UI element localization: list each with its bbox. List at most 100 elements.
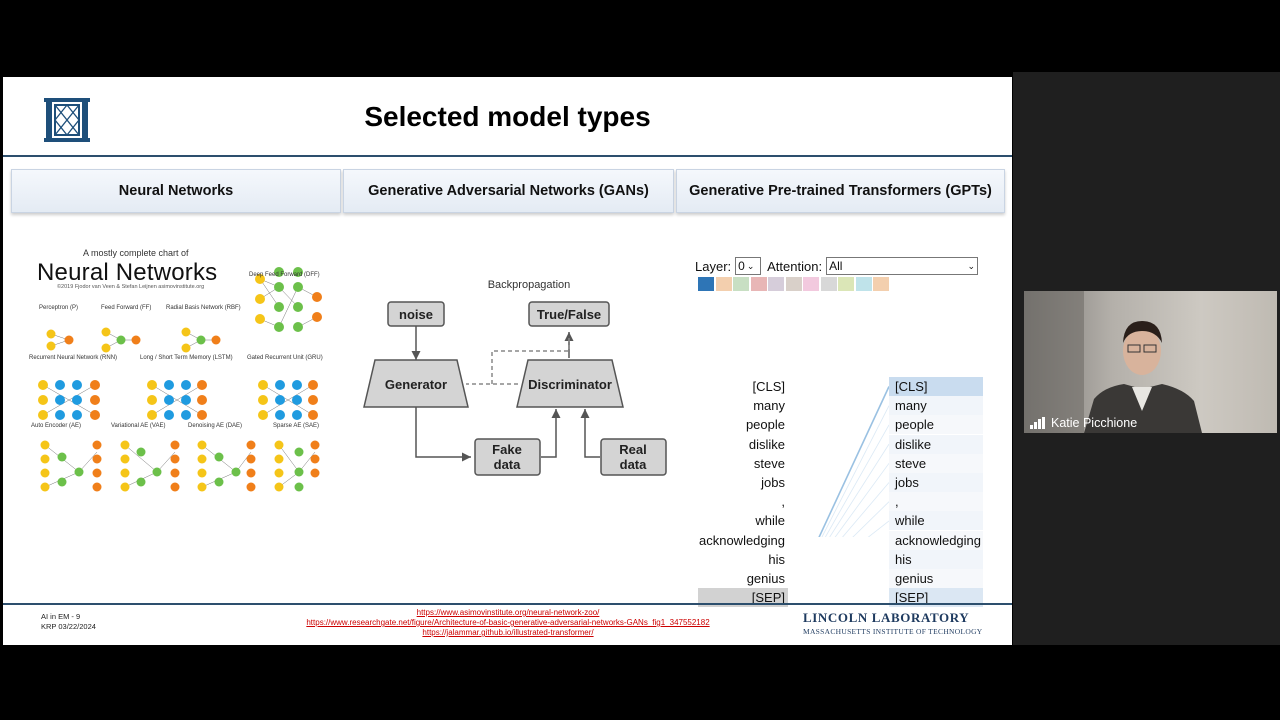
- fake-label-2: data: [494, 457, 522, 472]
- presenter-silhouette: [1024, 291, 1202, 433]
- attention-line: [829, 443, 890, 537]
- head-swatch[interactable]: [698, 277, 714, 291]
- attention-line: [842, 482, 890, 537]
- link-jalammar[interactable]: https://jalammar.github.io/illustrated-t…: [422, 628, 594, 637]
- generator-label: Generator: [385, 377, 447, 392]
- signal-strength-icon: [1030, 417, 1045, 429]
- footer-divider: [3, 603, 1012, 605]
- head-swatch[interactable]: [768, 277, 784, 291]
- presentation-slide: Selected model types Neural Networks Gen…: [3, 77, 1012, 645]
- token-left[interactable]: jobs: [761, 475, 785, 490]
- head-swatch[interactable]: [733, 277, 749, 291]
- label-sae: Sparse AE (SAE): [273, 423, 320, 429]
- generator-shape: [363, 359, 469, 408]
- token-left[interactable]: [SEP]: [698, 588, 788, 608]
- layer-label: Layer:: [695, 258, 732, 274]
- nn-chart-title: Neural Networks: [37, 259, 218, 286]
- token-left[interactable]: steve: [753, 455, 785, 471]
- label-ae: Auto Encoder (AE): [31, 423, 82, 429]
- head-swatch[interactable]: [838, 277, 854, 291]
- token-left[interactable]: many: [753, 398, 785, 414]
- token-left[interactable]: [CLS]: [752, 379, 785, 394]
- wordmark-line-2: MASSACHUSETTS INSTITUTE OF TECHNOLOGY: [803, 627, 983, 636]
- footer-slide-number: AI in EM - 9: [41, 612, 81, 621]
- label-rnn: Recurrent Neural Network (RNN): [29, 355, 118, 361]
- neural-network-zoo-chart: A mostly complete chart of Neural Networ…: [21, 242, 331, 502]
- head-swatch[interactable]: [803, 277, 819, 291]
- token-right[interactable]: ,: [889, 492, 983, 512]
- token-left[interactable]: dislike: [748, 436, 785, 452]
- chevron-down-icon: ⌄: [967, 260, 976, 271]
- nn-diagrams: [38, 267, 322, 492]
- layer-select[interactable]: 0⌄: [735, 257, 762, 275]
- head-swatch[interactable]: [820, 277, 837, 291]
- discriminator-shape: [516, 359, 624, 408]
- lincoln-lab-logo-icon: [44, 98, 90, 142]
- slide-title: Selected model types: [364, 101, 651, 132]
- attention-label: Attention:: [767, 258, 823, 274]
- token-left[interactable]: ,: [781, 494, 785, 510]
- head-swatch[interactable]: [750, 277, 767, 291]
- attention-line: [834, 463, 890, 537]
- footer-slide-info: AI in EM - 9 KRP 03/22/2024: [41, 612, 96, 632]
- token-left[interactable]: genius: [746, 571, 785, 586]
- attention-lines: [818, 386, 890, 537]
- token-right[interactable]: [SEP]: [889, 588, 983, 608]
- attention-value: All: [829, 259, 843, 273]
- token-right[interactable]: people: [889, 415, 983, 435]
- footer-links: https://www.asimovinstitute.org/neural-n…: [253, 608, 763, 638]
- attention-visualizer: Layer: 0⌄ Attention: All⌄ [CLS][CLS]many…: [695, 257, 995, 608]
- header-gpts: Generative Pre-trained Transformers (GPT…: [676, 169, 1005, 213]
- token-right[interactable]: his: [889, 549, 983, 569]
- token-right[interactable]: while: [889, 511, 983, 531]
- head-swatch[interactable]: [855, 277, 872, 291]
- link-researchgate[interactable]: https://www.researchgate.net/figure/Arch…: [306, 618, 710, 627]
- token-right[interactable]: dislike: [889, 434, 983, 454]
- discriminator-label: Discriminator: [528, 377, 612, 392]
- header-neural-networks: Neural Networks: [11, 169, 341, 213]
- token-right[interactable]: many: [889, 396, 983, 416]
- wordmark-line-1: LINCOLN LABORATORY: [803, 610, 970, 625]
- token-left[interactable]: acknowledging: [698, 532, 785, 548]
- head-swatch[interactable]: [785, 277, 802, 291]
- nn-chart-credit: ©2019 Fjodor van Veen & Stefan Leijnen a…: [57, 284, 205, 290]
- token-left[interactable]: his: [768, 551, 785, 567]
- attention-select[interactable]: All ⌄: [826, 257, 979, 275]
- fake-label-1: Fake: [492, 442, 522, 457]
- arrow-generator-fake: [415, 407, 471, 462]
- label-dae: Denoising AE (DAE): [188, 423, 243, 429]
- lincoln-laboratory-wordmark: LINCOLN LABORATORY MASSACHUSETTS INSTITU…: [803, 610, 983, 636]
- attention-controls: Layer: 0⌄ Attention: All⌄: [695, 257, 979, 275]
- backprop-label: Backpropagation: [488, 279, 571, 291]
- attention-line: [852, 501, 890, 537]
- header-gans: Generative Adversarial Networks (GANs): [343, 169, 674, 213]
- nn-chart-subtitle: A mostly complete chart of: [83, 248, 189, 258]
- real-label-1: Real: [619, 442, 646, 457]
- attention-line: [821, 405, 890, 537]
- participant-video[interactable]: [1024, 291, 1277, 433]
- link-asimov[interactable]: https://www.asimovinstitute.org/neural-n…: [416, 608, 600, 617]
- head-swatch[interactable]: [873, 277, 889, 291]
- participant-name: Katie Picchione: [1051, 416, 1138, 430]
- label-perceptron: Perceptron (P): [39, 305, 79, 311]
- truefalse-label: True/False: [537, 307, 601, 322]
- chevron-down-icon: ⌄: [746, 260, 755, 271]
- token-right[interactable]: acknowledging: [889, 530, 983, 550]
- token-right[interactable]: genius: [889, 569, 983, 588]
- token-right[interactable]: [CLS]: [889, 377, 983, 396]
- label-rbf: Radial Basis Network (RBF): [166, 305, 241, 311]
- head-swatch[interactable]: [715, 277, 732, 291]
- backprop-line-up: [491, 338, 570, 384]
- token-right[interactable]: jobs: [889, 473, 983, 492]
- gan-diagram: noise True/False Generator Discriminator…: [363, 279, 667, 476]
- noise-label: noise: [399, 307, 433, 322]
- layer-value: 0: [738, 259, 745, 273]
- arrow-real-disc: [580, 409, 600, 458]
- label-lstm: Long / Short Term Memory (LSTM): [140, 355, 233, 361]
- token-right[interactable]: steve: [889, 453, 983, 473]
- participant-name-tag: Katie Picchione: [1030, 416, 1137, 430]
- token-left[interactable]: people: [745, 417, 785, 433]
- attention-line: [824, 424, 890, 537]
- token-left[interactable]: while: [755, 513, 785, 529]
